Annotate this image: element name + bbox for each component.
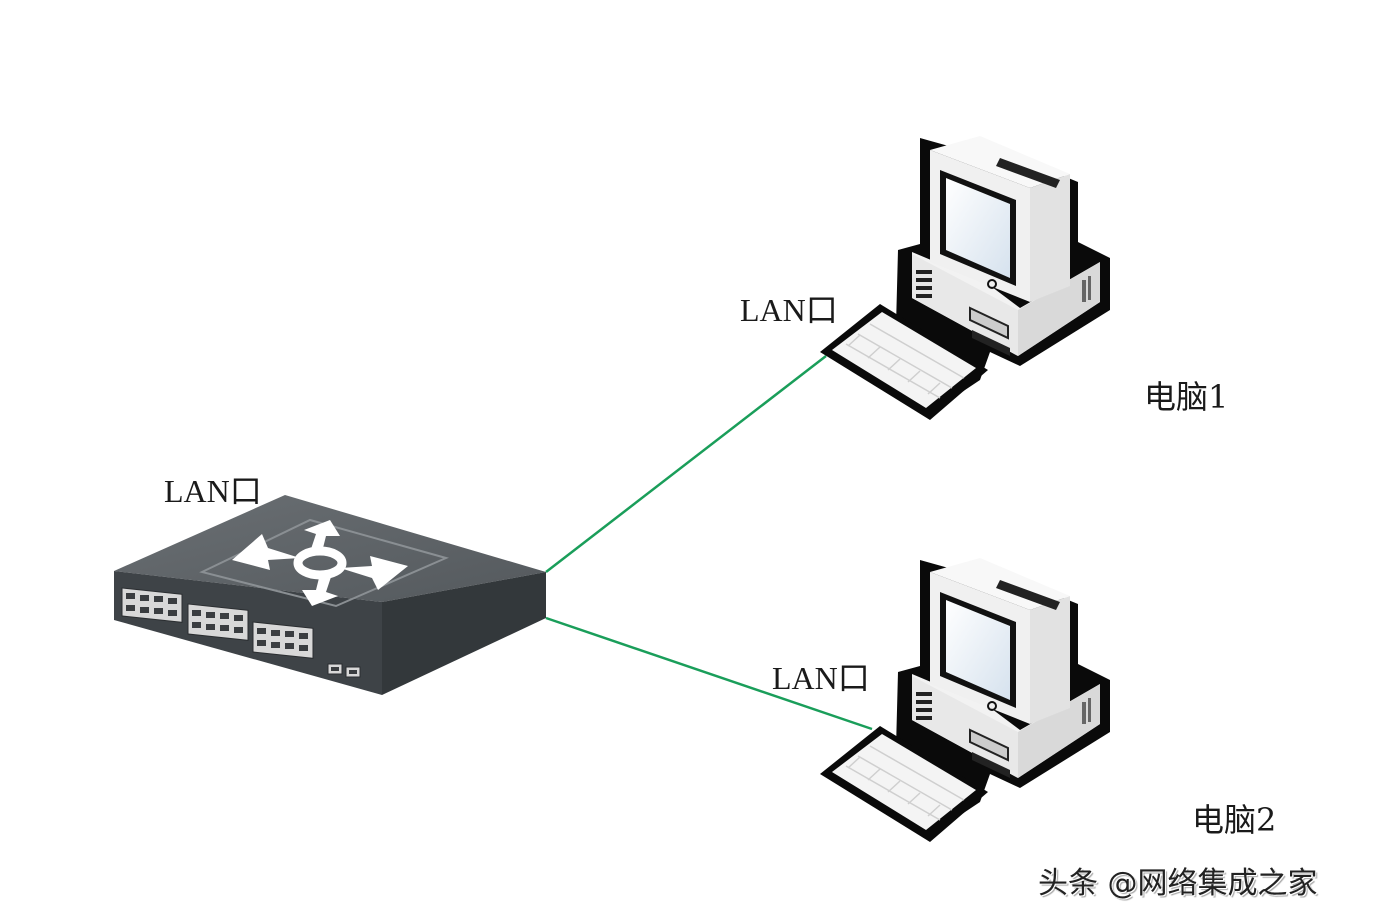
pc1-port-label: LAN口 [740, 292, 838, 328]
link-switch-pc1 [545, 355, 827, 573]
pc2-name: 电脑2 [1192, 801, 1277, 839]
switch-port-label: LAN口 [164, 473, 262, 509]
link-switch-pc2 [545, 616, 873, 731]
switch-icon [114, 495, 546, 695]
computer-1-icon [820, 136, 1110, 420]
pc1-name: 电脑1 [1144, 378, 1229, 416]
watermark: 头条 @网络集成之家 [1038, 866, 1318, 901]
computer-2-icon [820, 558, 1110, 842]
pc2-port-label: LAN口 [772, 660, 870, 696]
